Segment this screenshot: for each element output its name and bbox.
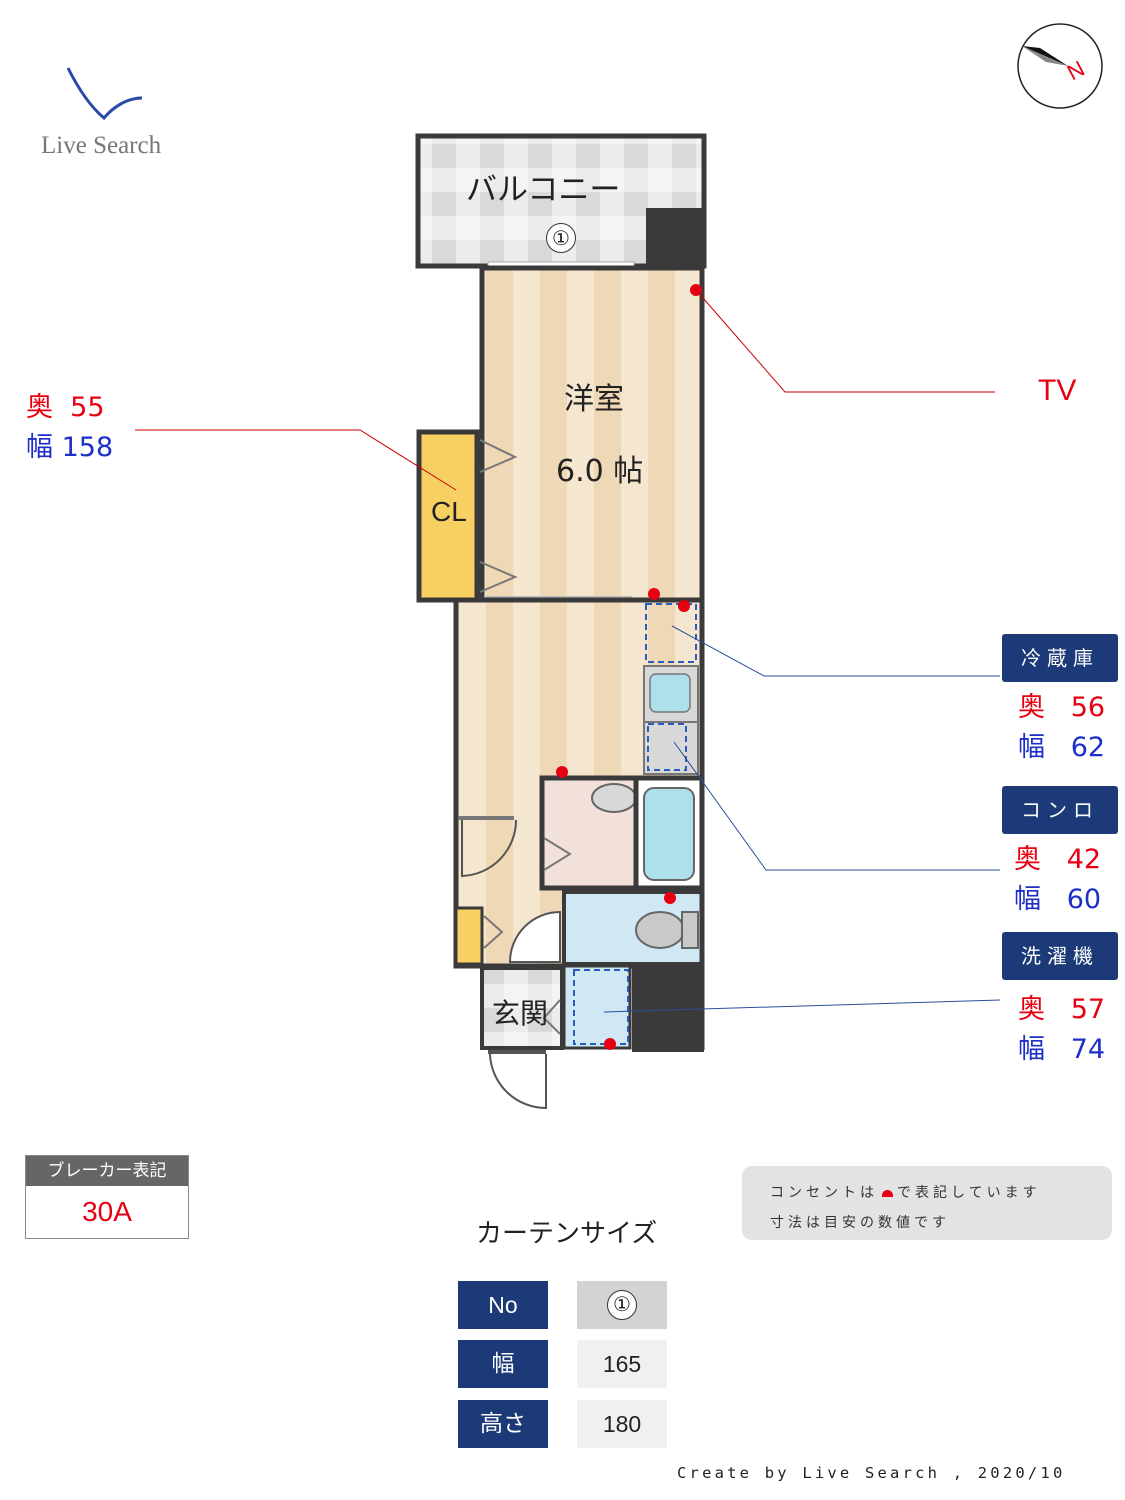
stove-depth-label: 奥 (1014, 844, 1041, 875)
washer-width-value: 74 (1070, 1034, 1106, 1065)
fridge-title-badge: 冷蔵庫 (1002, 634, 1118, 682)
stove-space (647, 723, 687, 771)
fridge-width-label: 幅 (1018, 732, 1045, 763)
washer-dimensions: 奥 57 幅 74 (1018, 990, 1105, 1070)
pipe-space (632, 964, 704, 1052)
entry-door-fold (483, 915, 504, 949)
fridge-depth-label: 奥 (1018, 692, 1045, 723)
fridge-width-value: 62 (1070, 732, 1106, 763)
curtain-header-height: 高さ (458, 1400, 548, 1448)
washer-space (573, 969, 629, 1045)
washbasin (591, 783, 637, 813)
western-room-label: 洋室 (564, 382, 624, 417)
tv-leader-line (695, 289, 995, 393)
stove-leader-line (673, 741, 1000, 871)
curtain-no-badge (607, 1290, 637, 1320)
outlet-toilet (664, 892, 676, 904)
entrance-fold (542, 999, 561, 1035)
curtain-title: カーテンサイズ (476, 1219, 658, 1249)
window-number-badge (546, 223, 576, 253)
closet-door-top (479, 439, 518, 473)
outlet-kitchen (556, 766, 568, 778)
stove-width-value: 60 (1066, 884, 1102, 915)
outlet-fridge (678, 600, 690, 612)
washer-width-label: 幅 (1018, 1034, 1045, 1065)
room-size-label: 6.0 帖 (556, 454, 644, 489)
closet-depth-label: 奥 (26, 392, 53, 423)
closet-area (416, 429, 480, 603)
breaker-box: ブレーカー表記 30A (25, 1155, 189, 1239)
curtain-value-width: 165 (577, 1340, 667, 1388)
breaker-value: 30A (82, 1196, 132, 1227)
washer-title-badge: 洗濯機 (1002, 932, 1118, 980)
closet-dimensions: 奥 55 幅 158 (26, 388, 113, 468)
entry-door-swing (489, 1053, 547, 1110)
fridge-space (645, 603, 697, 663)
closet-label: CL (431, 496, 467, 527)
closet-width-label: 幅 (26, 432, 53, 463)
entrance-label: 玄関 (492, 997, 549, 1030)
note-line1-text: コンセントは (770, 1185, 878, 1201)
note-line2-text: 寸法は目安の数値です (770, 1215, 950, 1231)
outlet-legend-icon (882, 1189, 893, 1197)
closet-door-bottom (479, 561, 518, 593)
outlet-room (648, 588, 660, 600)
washroom-door (543, 837, 572, 871)
stove-counter (643, 721, 699, 775)
washer-depth-value: 57 (1070, 994, 1106, 1025)
note-line1-text-b: で表記しています (897, 1185, 1041, 1201)
entry-door (488, 1050, 546, 1054)
stove-dimensions: 奥 42 幅 60 (1014, 840, 1101, 920)
washer-leader-line (603, 999, 1001, 1013)
logo-mark-icon (66, 67, 143, 121)
western-room-floor (479, 265, 705, 603)
logo-text: Live Search (41, 132, 162, 159)
corridor-door (458, 816, 514, 820)
tv-label: TV (1038, 374, 1077, 407)
closet-depth-value: 55 (70, 392, 105, 423)
stove-width-label: 幅 (1014, 884, 1041, 915)
curtain-value-height: 180 (577, 1400, 667, 1448)
curtain-header-no: No (458, 1281, 548, 1329)
sink-basin (649, 673, 691, 713)
footer-credit: Create by Live Search , 2020/10 (677, 1464, 1066, 1482)
fridge-depth-value: 56 (1070, 692, 1106, 723)
entrance-floor (480, 966, 564, 1050)
corridor-door-swing (461, 819, 517, 878)
stove-title-badge: コンロ (1002, 786, 1118, 834)
outlet-washer (604, 1038, 616, 1050)
fridge-leader-line (671, 625, 1000, 677)
washer-depth-label: 奥 (1018, 994, 1045, 1025)
window-number-label: ① (552, 226, 570, 250)
balcony-label: バルコニー (466, 172, 621, 208)
stove-depth-value: 42 (1066, 844, 1102, 875)
toilet-bowl (635, 911, 685, 949)
toilet-tank (681, 911, 699, 949)
closet-width-value: 158 (61, 432, 114, 463)
curtain-header-width: 幅 (458, 1340, 548, 1388)
legend-note: コンセントは で表記しています 寸法は目安の数値です (742, 1166, 1112, 1240)
fridge-dimensions: 奥 56 幅 62 (1018, 688, 1105, 768)
curtain-value-no: ① (577, 1281, 667, 1329)
compass-icon (1017, 23, 1103, 109)
bathtub (643, 787, 695, 881)
closet-leader-line (135, 429, 457, 491)
toilet-door-swing (508, 910, 561, 963)
shoe-rack (454, 906, 484, 966)
breaker-title: ブレーカー表記 (26, 1156, 188, 1186)
curtain-no-value: ① (613, 1292, 631, 1316)
balcony-corner (646, 208, 704, 266)
